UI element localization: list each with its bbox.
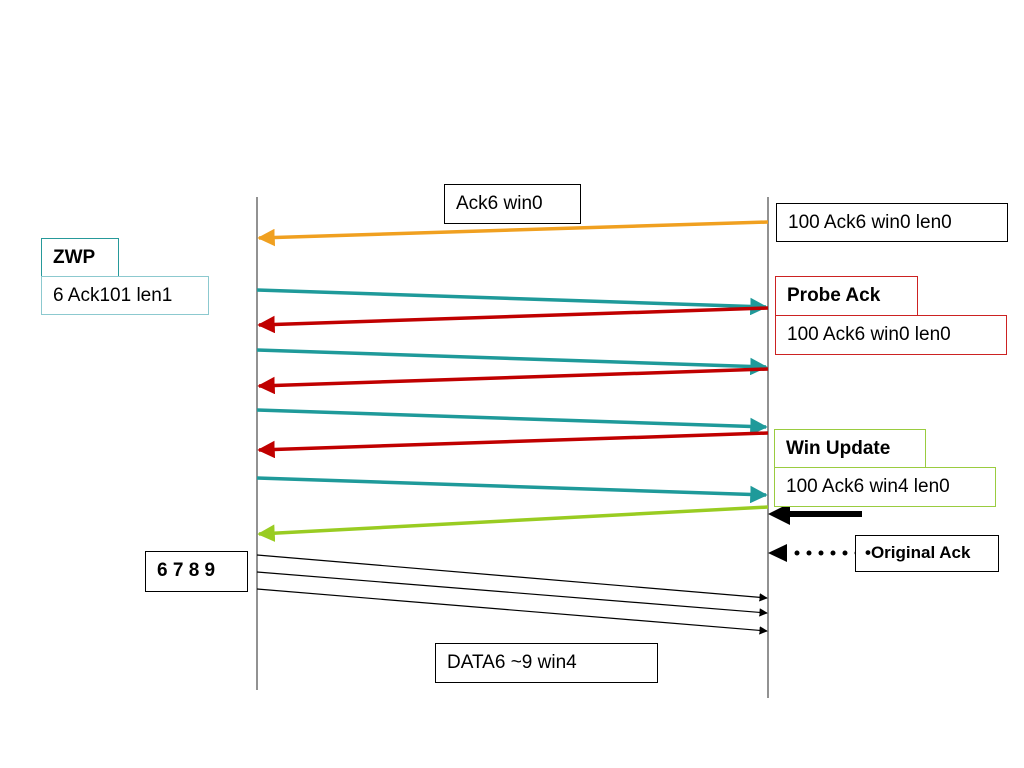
probe-ack-arrow-3 (257, 431, 769, 459)
probe-ack-arrow-2 (257, 367, 769, 395)
ack6-win0-label: Ack6 win0 (444, 184, 581, 224)
data-label: DATA6 ~9 win4 (435, 643, 658, 683)
probe-ack-arrow-1 (257, 306, 769, 334)
data-segment-arrow-3 (256, 588, 768, 635)
ack-win0-arrow (257, 220, 769, 247)
win-update-label: Win Update (774, 429, 926, 468)
zero-window-probe-arrow-2 (256, 348, 768, 376)
receiver-ack-label-3: 100 Ack6 win4 len0 (774, 467, 996, 507)
data-segments-label: 6 7 8 9 (145, 551, 248, 592)
receiver-ack-label-2: 100 Ack6 win0 len0 (775, 315, 1007, 355)
zwp-label: ZWP (41, 238, 119, 277)
original-ack-label: •Original Ack (855, 535, 999, 572)
zero-window-probe-arrow-1 (256, 288, 768, 316)
zero-window-probe-arrow-3 (256, 408, 768, 436)
data-segment-arrow-2 (256, 571, 768, 617)
zwp-packet-label: 6 Ack101 len1 (41, 276, 209, 315)
data-segment-arrow-1 (256, 554, 768, 602)
receiver-ack-label-1: 100 Ack6 win0 len0 (776, 203, 1008, 242)
left-arrow-icon (768, 503, 862, 525)
probe-ack-label: Probe Ack (775, 276, 918, 316)
window-update-arrow (257, 505, 769, 542)
zero-window-probe-arrow-4 (256, 476, 768, 504)
dotted-left-arrow-icon (768, 544, 860, 562)
